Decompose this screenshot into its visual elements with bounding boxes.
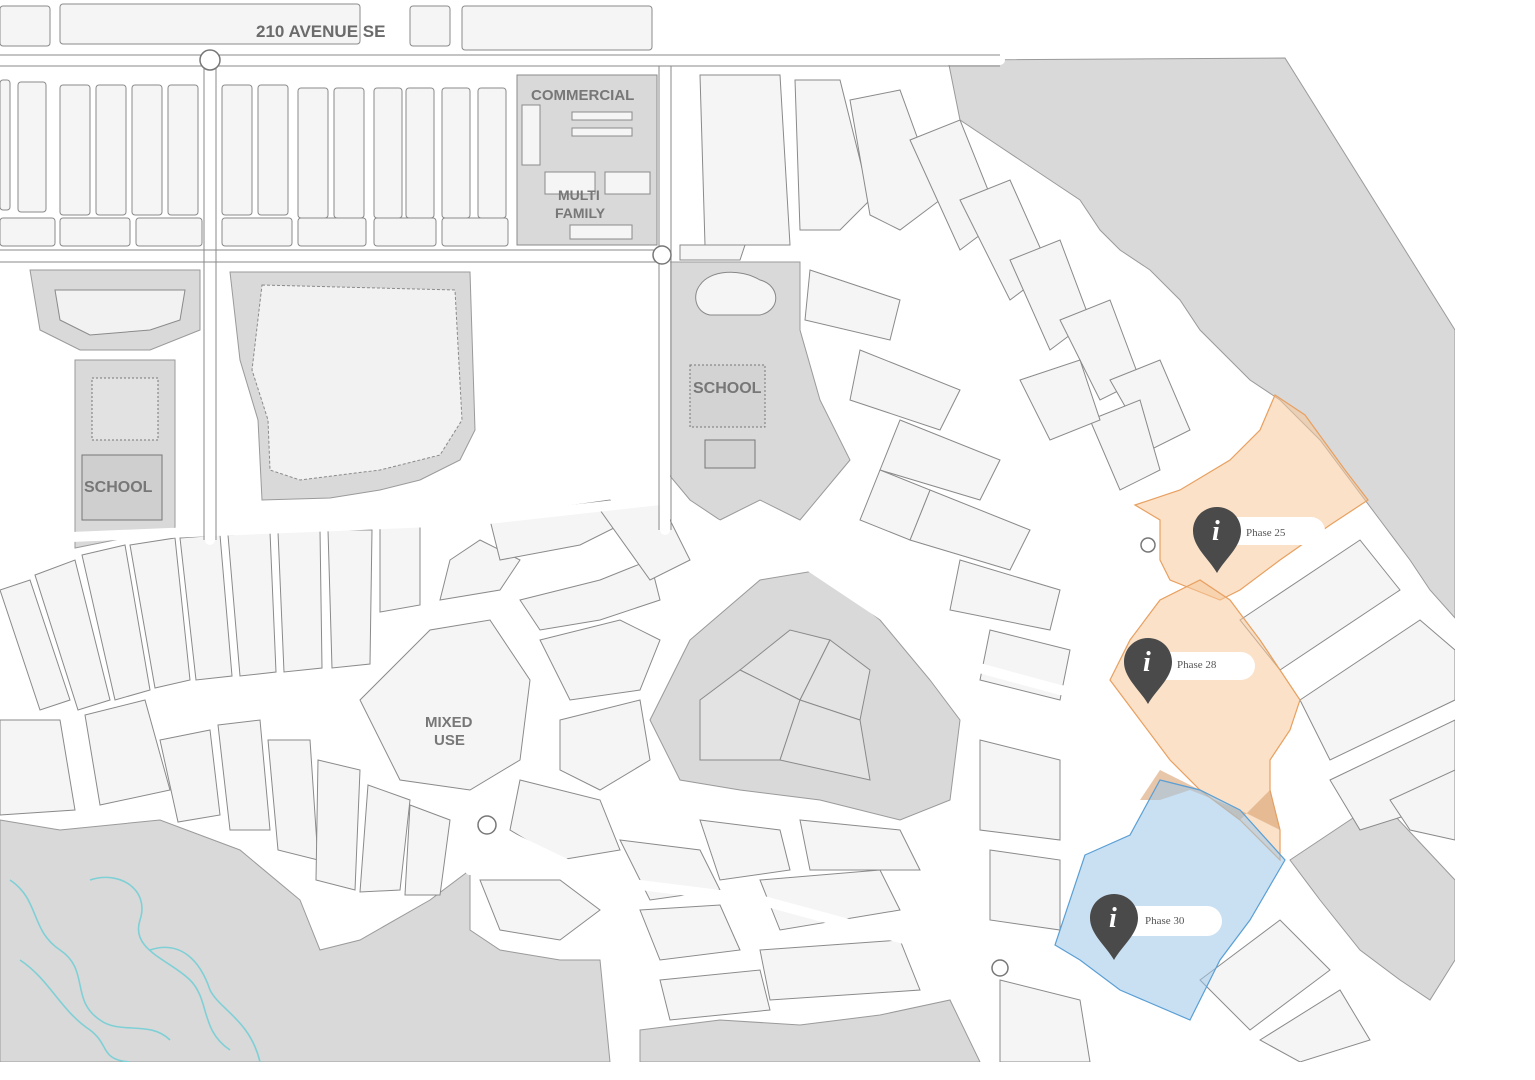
- svg-text:i: i: [1143, 647, 1151, 678]
- bottom-margin: [0, 1062, 1535, 1080]
- school-north-label: SCHOOL: [693, 380, 762, 397]
- east-open-space: [947, 57, 1456, 620]
- phase-25-label-box: [1215, 517, 1325, 545]
- west-pond: [54, 289, 186, 336]
- commercial-label: COMMERCIAL: [531, 87, 634, 104]
- mixed-use-label-line1: MIXED: [425, 714, 473, 731]
- roundabout-south: [477, 815, 497, 835]
- south-open-space: [0, 819, 611, 1063]
- roundabouts: [199, 49, 1156, 977]
- roundabout-nw: [199, 49, 221, 71]
- roundabout-se: [991, 959, 1009, 977]
- phase-28-label-box: [1145, 652, 1255, 680]
- right-margin: [1455, 0, 1535, 1080]
- lot-blocks-north: [0, 3, 653, 247]
- multi-family-label-line1: MULTI: [558, 187, 600, 203]
- school-west-label: SCHOOL: [84, 479, 153, 496]
- info-pin-icon: i: [1090, 894, 1138, 960]
- phase-30-label: Phase 30: [1145, 915, 1185, 927]
- lot-blocks-east: [979, 539, 1456, 1063]
- road-label-210-avenue: 210 AVENUE SE: [256, 22, 385, 41]
- info-pin-icon: i: [1193, 507, 1241, 573]
- phase-25-area: [1133, 394, 1369, 601]
- phase-30-label-box: [1112, 906, 1222, 936]
- southeast-open-space: [1289, 799, 1456, 1001]
- phase-25-pin[interactable]: Phase 25 i: [1193, 507, 1325, 573]
- creek-lines: [9, 876, 261, 1063]
- phase-30-pin[interactable]: Phase 30 i: [1090, 894, 1222, 960]
- info-pin-icon: i: [1124, 638, 1172, 704]
- phase-28-pin[interactable]: Phase 28 i: [1124, 638, 1255, 704]
- lot-blocks-southwest: [0, 519, 451, 896]
- svg-text:i: i: [1212, 516, 1220, 547]
- phase-30-area: [1054, 779, 1286, 1021]
- svg-text:i: i: [1109, 903, 1117, 934]
- school-west-block: SCHOOL: [81, 377, 163, 521]
- roundabout-east: [1140, 537, 1156, 553]
- mixed-use-label-line2: USE: [434, 732, 465, 749]
- roundabout-commercial: [652, 245, 672, 265]
- commercial-block: COMMERCIAL MULTI FAMILY: [516, 74, 658, 246]
- pond: [251, 284, 463, 481]
- crescent-inner-lots: [699, 629, 871, 781]
- phase-28-label: Phase 28: [1177, 659, 1217, 671]
- lot-blocks-northeast: [679, 74, 1191, 701]
- main-roads: [0, 55, 1205, 970]
- multi-family-label-line2: FAMILY: [555, 205, 606, 221]
- school-north-block: SCHOOL: [689, 271, 777, 469]
- road-outlines: [0, 54, 1000, 540]
- phase-25-label: Phase 25: [1246, 527, 1286, 539]
